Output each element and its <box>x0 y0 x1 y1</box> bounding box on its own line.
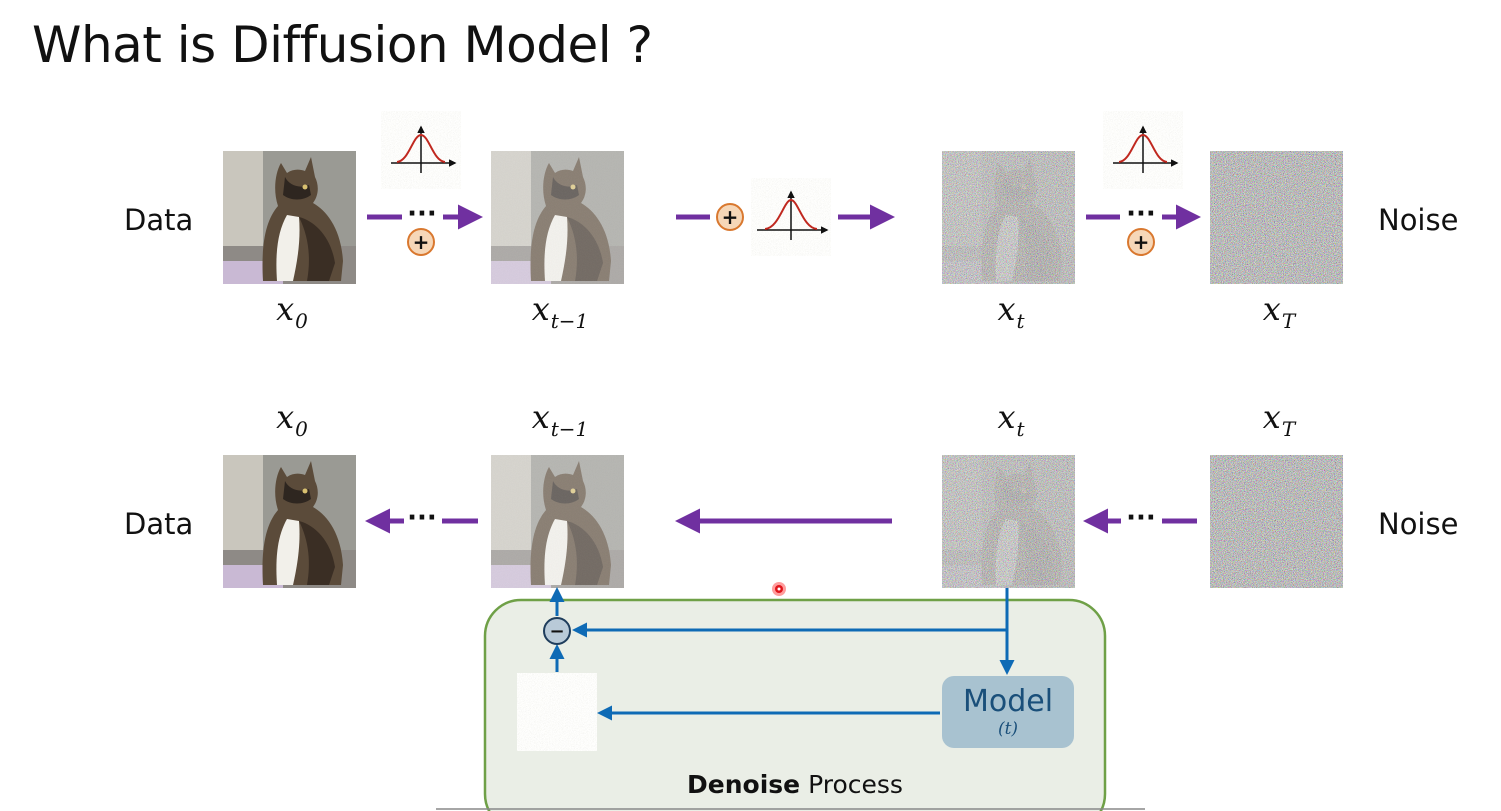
gaussian-thumbnail <box>751 178 831 256</box>
svg-text:+: + <box>722 205 739 229</box>
reverse-arrow-2: ··· <box>1083 503 1197 534</box>
model-label: Model <box>962 684 1054 719</box>
svg-text:−: − <box>549 621 564 642</box>
denoise-flow <box>549 587 1015 721</box>
model-param: (t) <box>997 719 1019 739</box>
var-xT: xT <box>1262 398 1296 441</box>
noise-label: Noise <box>1378 203 1459 237</box>
image-xt-forward <box>942 151 1075 284</box>
image-xt-1-reverse <box>491 455 624 588</box>
noise-label: Noise <box>1378 507 1459 541</box>
ellipsis-dots: ··· <box>407 199 437 229</box>
image-xt-reverse <box>942 455 1075 588</box>
var-xt-1: xt−1 <box>531 398 589 441</box>
data-label: Data <box>124 507 194 541</box>
ellipsis-dots: ··· <box>407 503 437 533</box>
minus-circle-icon: − <box>543 617 571 645</box>
plus-circle-icon: + <box>407 228 435 256</box>
denoise-bold: Denoise <box>687 770 801 799</box>
data-label: Data <box>124 203 194 237</box>
laser-pointer <box>772 582 786 596</box>
image-x0-reverse <box>223 455 356 588</box>
var-xt: xt <box>997 398 1025 441</box>
svg-text:+: + <box>1133 230 1150 254</box>
svg-text:+: + <box>413 230 430 254</box>
plus-circle-icon: + <box>716 203 744 231</box>
model-box: Model (t) <box>942 676 1074 748</box>
denoise-panel <box>483 598 1107 811</box>
predicted-noise-image <box>517 673 597 751</box>
var-xt-1: xt−1 <box>531 290 589 333</box>
plus-circle-icon: + <box>1127 228 1155 256</box>
var-x0: x0 <box>276 398 308 441</box>
gaussian-thumbnail <box>1103 111 1183 189</box>
slide-title: What is Diffusion Model ? <box>32 16 653 74</box>
image-xT-forward <box>1210 151 1343 284</box>
process-word: Process <box>800 770 903 799</box>
var-x0: x0 <box>276 290 308 333</box>
forward-arrow-2: ··· <box>1086 199 1201 230</box>
var-xT: xT <box>1262 290 1296 333</box>
denoise-process-caption: Denoise Process <box>485 770 1105 799</box>
image-x0-forward <box>223 151 356 284</box>
ellipsis-dots: ··· <box>1126 199 1156 229</box>
ellipsis-dots: ··· <box>1126 503 1156 533</box>
var-xt: xt <box>997 290 1025 333</box>
forward-arrow-0: ··· <box>367 199 483 230</box>
gaussian-thumbnail <box>381 111 461 189</box>
image-xT-reverse <box>1210 455 1343 588</box>
reverse-arrow-0: ··· <box>365 503 478 534</box>
image-xt-1-forward <box>491 151 624 284</box>
